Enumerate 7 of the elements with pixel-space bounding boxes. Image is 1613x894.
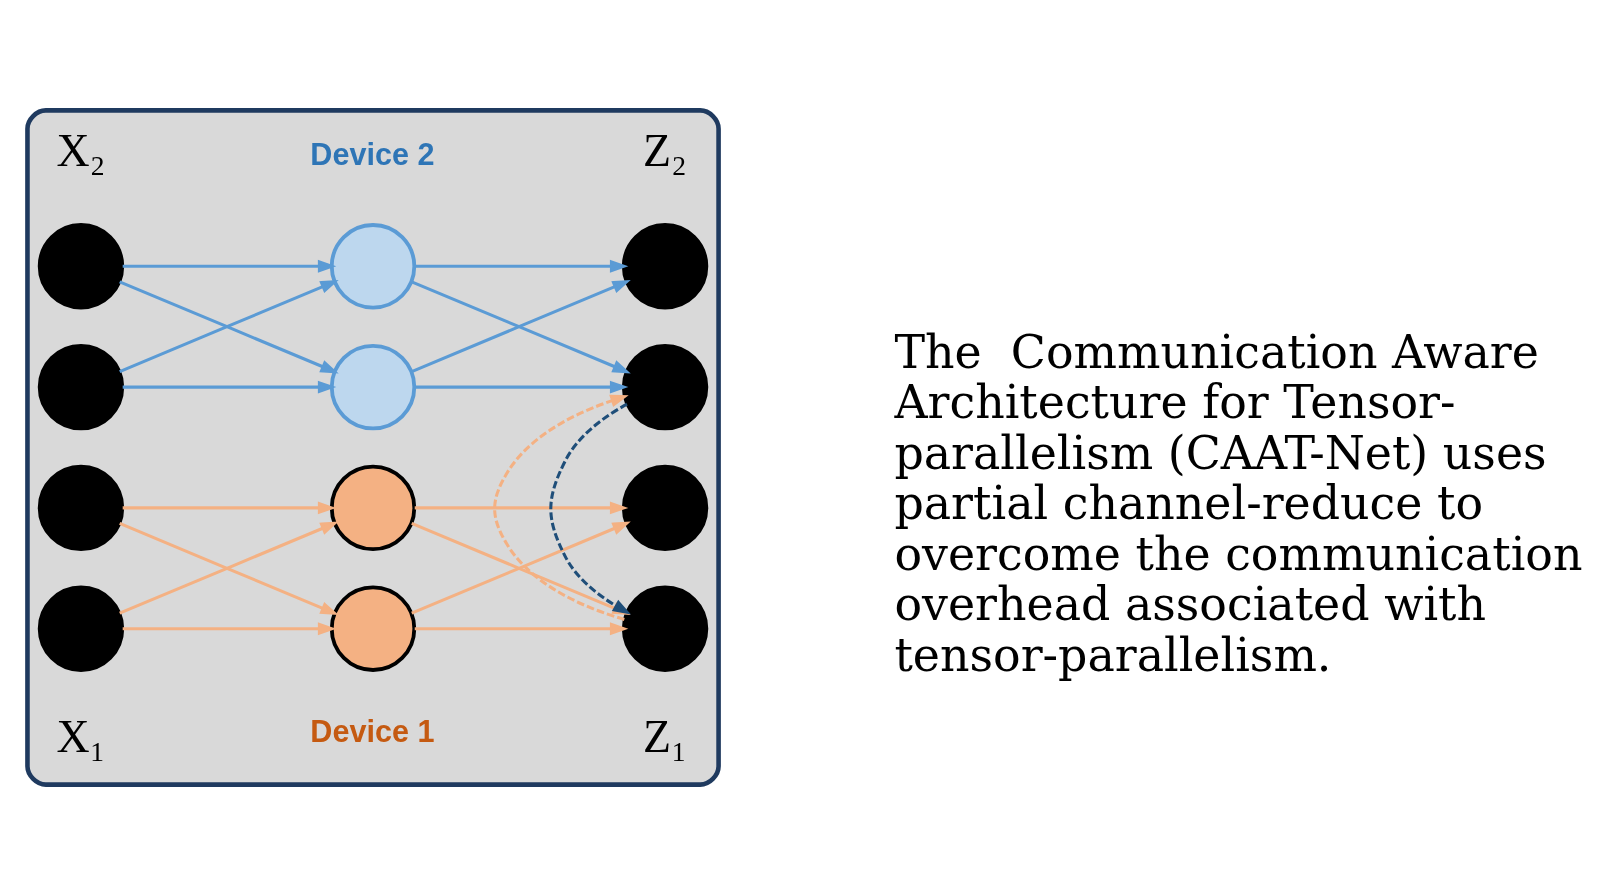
label: X₁ [56,710,106,762]
label: Z₁ [643,710,688,762]
label: Device 2 [310,136,435,171]
label: X₂ [56,124,106,176]
label: Z₂ [643,124,688,176]
label: The Communication Aware Architecture for Tensor-parallelism (CAAT-Net) uses partial channel-reduce to overcome the communication overhead associated with tensor-parallelism. [894,324,1583,682]
label: Device 1 [310,713,435,748]
